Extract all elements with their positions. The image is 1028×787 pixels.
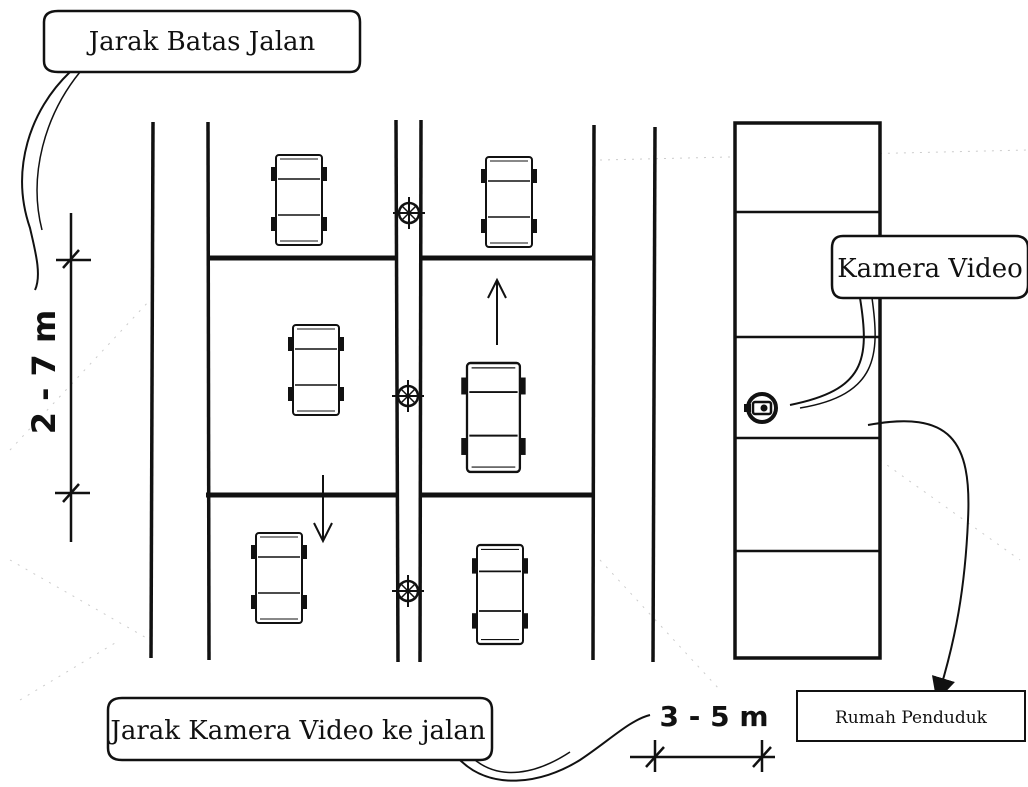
background-speckle	[9, 149, 1028, 701]
car-top-right	[480, 156, 538, 248]
direction-arrow-up	[487, 277, 507, 345]
horizontal-dimension	[630, 740, 775, 772]
direction-arrow-down	[313, 475, 333, 544]
road-boundary-callout: Jarak Batas Jalan	[21, 9, 362, 291]
vertical-dimension	[55, 213, 91, 542]
camera-to-road-callout: Jarak Kamera Video ke jalan	[106, 696, 651, 782]
residents-house-label: Rumah Penduduk	[835, 708, 988, 728]
house-pointer-arrow	[867, 420, 970, 702]
car-middle-right	[460, 361, 527, 474]
houses-block	[733, 121, 882, 660]
car-bottom-left	[250, 532, 308, 624]
camera-to-road-label: Jarak Kamera Video ke jalan	[107, 716, 485, 746]
residents-house-box: Rumah Penduduk	[796, 690, 1026, 742]
cross-lines	[206, 255, 594, 498]
road-boundary-label: Jarak Batas Jalan	[86, 27, 316, 57]
camera-label: Kamera Video	[837, 254, 1022, 284]
road-edge-outer-left	[149, 121, 155, 659]
road-lines	[149, 119, 657, 663]
car-top-left	[270, 154, 328, 246]
median-right	[418, 119, 423, 663]
car-bottom-right	[470, 543, 530, 646]
road-edge-outer-right	[651, 126, 657, 663]
median-left	[394, 119, 400, 663]
horizontal-dimension-label: 3 - 5 m	[659, 700, 768, 733]
road-edge-right	[591, 124, 596, 661]
vertical-dimension-label: 2 - 7 m	[25, 310, 63, 435]
road-edge-left	[206, 121, 211, 661]
camera-icon	[744, 392, 778, 424]
car-middle-left	[287, 324, 345, 416]
camera-callout: Kamera Video	[789, 234, 1028, 409]
